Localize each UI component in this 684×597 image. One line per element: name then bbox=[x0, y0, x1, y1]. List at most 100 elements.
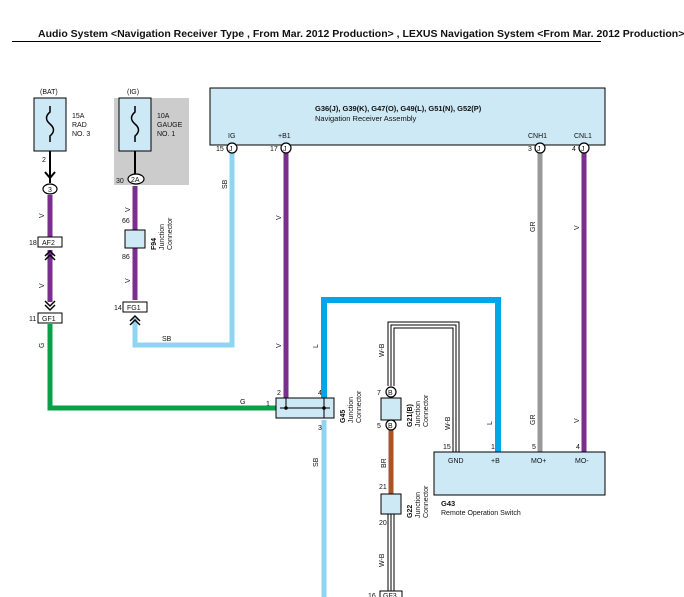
fuse-icon bbox=[45, 106, 55, 142]
remote-switch-name: Remote Operation Switch bbox=[441, 510, 521, 517]
wire-label-l-1: L bbox=[313, 344, 320, 348]
wire-wb-lower bbox=[387, 514, 395, 597]
wire-ig-sb bbox=[132, 153, 235, 348]
wire-label-v-8: V bbox=[574, 418, 581, 423]
g45-pin-a: 2 bbox=[277, 390, 281, 397]
g21-pin-top: 7 bbox=[377, 390, 381, 397]
remote-term-gnd-pin: 15 bbox=[443, 444, 451, 451]
nav-term-b1-conn: J bbox=[283, 146, 287, 153]
wire-label-wb-2: W-B bbox=[445, 416, 452, 430]
nav-term-cnh1-label: CNH1 bbox=[528, 133, 547, 140]
gf3-pin: 16 bbox=[368, 593, 376, 597]
bat-source-label: (BAT) bbox=[40, 89, 58, 96]
fg1-pin: 14 bbox=[114, 305, 122, 312]
g21-id: G21(B) bbox=[407, 404, 414, 427]
wire-label-wb-1: W-B bbox=[379, 343, 386, 357]
af2-pin: 18 bbox=[29, 240, 37, 247]
nav-term-ig-label: IG bbox=[228, 133, 235, 140]
wire-label-br: BR bbox=[381, 458, 388, 468]
g22-label1: Junction bbox=[415, 492, 422, 518]
connector-gf1 bbox=[37, 300, 63, 324]
bat-splice-pin: 3 bbox=[48, 187, 52, 194]
g22-label2: Connector bbox=[423, 485, 430, 518]
remote-term-mop-pin: 5 bbox=[532, 444, 536, 451]
remote-term-mop-label: MO+ bbox=[531, 458, 546, 465]
g45-id: G45 bbox=[340, 410, 347, 423]
fg1-id: FG1 bbox=[127, 305, 141, 312]
wire-label-gr-2: GR bbox=[530, 415, 537, 426]
wire-label-g-1: G bbox=[39, 343, 46, 348]
nav-term-cnh1-conn: J bbox=[537, 146, 541, 153]
g22-id: G22 bbox=[407, 505, 414, 518]
f94-label1: Junction bbox=[159, 224, 166, 250]
gf3-id: GF3 bbox=[383, 593, 397, 597]
nav-term-b1-pin: 17 bbox=[270, 146, 278, 153]
af2-id: AF2 bbox=[42, 240, 55, 247]
nav-term-cnl1-conn: J bbox=[581, 146, 585, 153]
ig-source-label: (IG) bbox=[127, 89, 139, 96]
ig-fuse-name2: NO. 1 bbox=[157, 131, 175, 138]
nav-term-ig-conn: J bbox=[229, 146, 233, 153]
g21-pin-bottom: 5 bbox=[377, 423, 381, 430]
g45-label2: Connector bbox=[356, 390, 363, 423]
junction-g21 bbox=[380, 386, 402, 431]
wiring-diagram: (BAT) 15A RAD NO. 3 2 (IG) 10A GAUGE NO.… bbox=[29, 87, 606, 597]
wire-label-wb-3: W-B bbox=[379, 553, 386, 567]
g45-pin-b: 4 bbox=[318, 390, 322, 397]
bat-fuse-name1: RAD bbox=[72, 122, 87, 129]
bat-fuse-amp: 15A bbox=[72, 113, 85, 120]
title-divider bbox=[12, 41, 601, 42]
nav-term-pins bbox=[226, 142, 590, 154]
wire-label-sb-2: SB bbox=[222, 179, 229, 189]
connector-af2 bbox=[37, 236, 63, 261]
wire-label-v-3: V bbox=[125, 207, 132, 212]
g21-label1: Junction bbox=[415, 401, 422, 427]
remote-switch-id: G43 bbox=[441, 499, 455, 508]
bat-fuse-name2: NO. 3 bbox=[72, 131, 90, 138]
connector-gf3 bbox=[379, 590, 403, 597]
wire-wb-shield bbox=[387, 321, 460, 452]
wire-label-v-7: V bbox=[574, 225, 581, 230]
wire-label-v-6: V bbox=[276, 343, 283, 348]
g22-pin-top: 21 bbox=[379, 484, 387, 491]
g45-pin-bottom: 3 bbox=[318, 425, 322, 432]
g45-pin-left: 1 bbox=[266, 401, 270, 408]
remote-term-mom-pin: 4 bbox=[576, 444, 580, 451]
f94-pin-bottom: 86 bbox=[122, 254, 130, 261]
page-title: Audio System <Navigation Receiver Type ,… bbox=[38, 28, 684, 40]
wire-label-l-2: L bbox=[487, 421, 494, 425]
remote-term-mom-label: MO- bbox=[575, 458, 589, 465]
g21-conn-top: B bbox=[388, 390, 393, 397]
wire-l-blue bbox=[321, 297, 501, 452]
ig-connector-label: 2A bbox=[131, 177, 140, 184]
nav-term-cnl1-label: CNL1 bbox=[574, 133, 592, 140]
f94-id: F94 bbox=[151, 238, 158, 250]
g22-pin-bottom: 20 bbox=[379, 520, 387, 527]
remote-term-b-label: +B bbox=[491, 458, 500, 465]
wire-label-gr-1: GR bbox=[530, 222, 537, 233]
remote-operation-switch-box bbox=[433, 451, 606, 496]
wire-label-v-2: V bbox=[39, 283, 46, 288]
remote-term-b-pin: 1 bbox=[491, 444, 495, 451]
junction-f94 bbox=[124, 229, 146, 249]
ig-connector-2a bbox=[127, 173, 145, 185]
g21-label2: Connector bbox=[423, 394, 430, 427]
g21-conn-bottom: B bbox=[388, 423, 393, 430]
nav-term-b1-label: +B1 bbox=[278, 133, 291, 140]
connector-fg1 bbox=[122, 301, 148, 326]
wire-label-g-2: G bbox=[240, 399, 245, 406]
fuse-rad-no3 bbox=[33, 97, 67, 152]
junction-g45 bbox=[275, 397, 335, 419]
wire-label-v-1: V bbox=[39, 213, 46, 218]
wire-label-v-4: V bbox=[125, 278, 132, 283]
wire-label-v-5: V bbox=[276, 215, 283, 220]
ig-fuse-amp: 10A bbox=[157, 113, 170, 120]
f94-pin-top: 66 bbox=[122, 218, 130, 225]
fuse-icon bbox=[130, 106, 140, 142]
gf1-id: GF1 bbox=[42, 316, 56, 323]
nav-term-cnl1-pin: 4 bbox=[572, 146, 576, 153]
nav-receiver-connectors: G36(J), G39(K), G47(O), G49(L), G51(N), … bbox=[315, 104, 482, 113]
nav-receiver-name: Navigation Receiver Assembly bbox=[315, 114, 417, 123]
bat-fuse-pin: 2 bbox=[42, 157, 46, 164]
fuse-gauge-no1 bbox=[118, 97, 152, 152]
